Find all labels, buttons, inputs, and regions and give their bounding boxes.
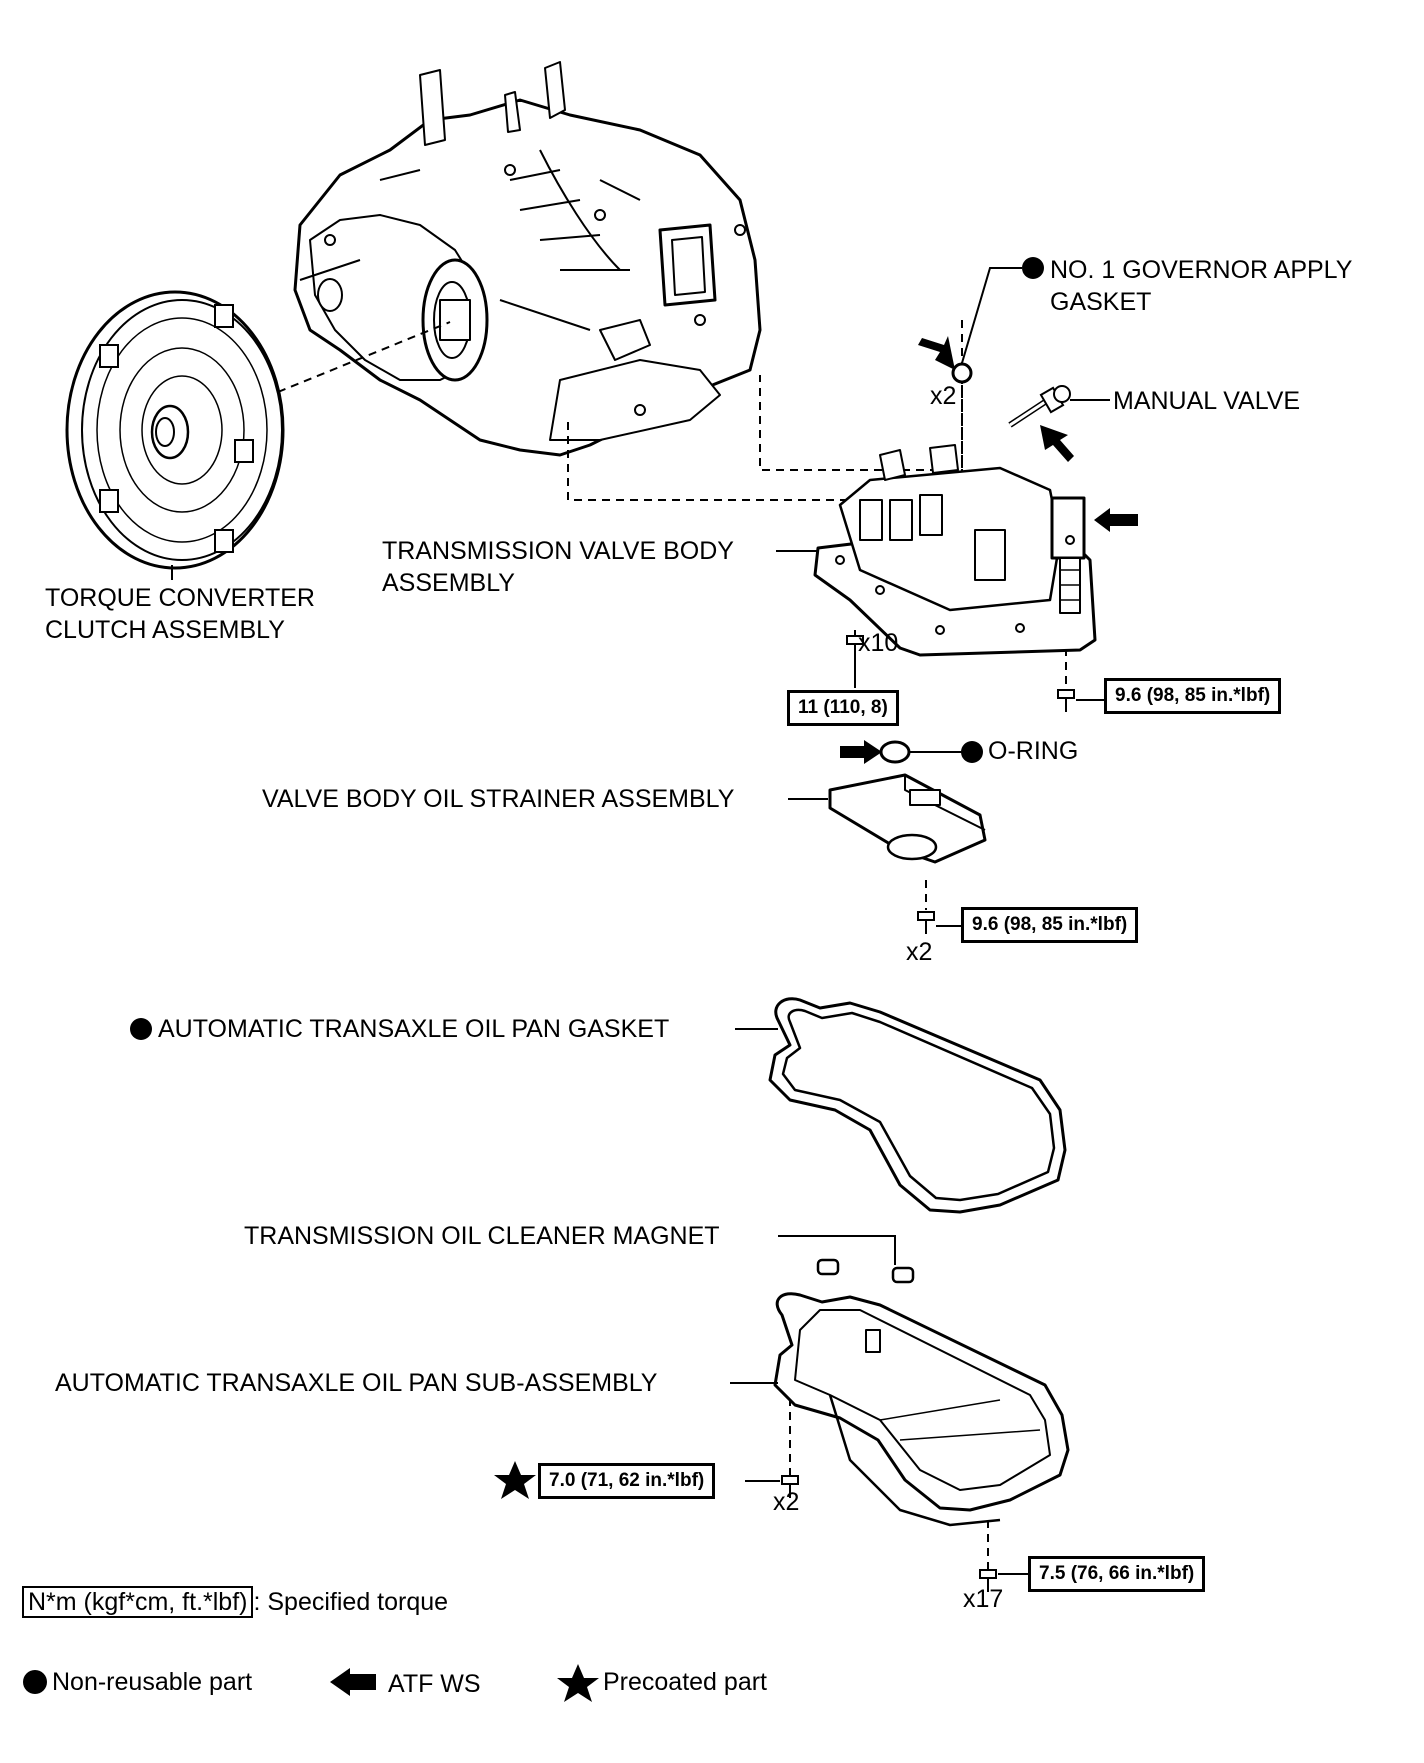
non-reusable-dot-o-ring (961, 741, 983, 763)
label-pan-short-bolts-qty: x2 (773, 1488, 800, 1516)
non-reusable-dot-gasket (1022, 257, 1044, 279)
valve-body-oil-strainer (828, 773, 987, 864)
precoated-star-icon (494, 1461, 536, 1499)
legend-torque-desc: : Specified torque (253, 1588, 449, 1616)
label-oil-pan: AUTOMATIC TRANSAXLE OIL PAN SUB-ASSEMBLY (55, 1369, 658, 1397)
label-leaders (171, 550, 828, 1384)
torque-pan-precoated: 7.0 (71, 62 in.*lbf) (538, 1463, 716, 1499)
bolts (781, 635, 1075, 1592)
manual-valve (1008, 385, 1071, 428)
oil-cleaner-magnets (816, 1258, 915, 1284)
governor-gasket (951, 362, 973, 384)
legend-atf: ATF WS (388, 1670, 481, 1698)
torque-pan: 7.5 (76, 66 in.*lbf) (1028, 1556, 1206, 1592)
legend-precoated: Precoated part (603, 1668, 767, 1696)
governor-gasket-leader (961, 267, 1022, 364)
label-valve-body: TRANSMISSION VALVE BODY ASSEMBLY (382, 537, 734, 597)
label-oil-strainer: VALVE BODY OIL STRAINER ASSEMBLY (262, 785, 735, 813)
legend-non-reusable: Non-reusable part (52, 1668, 253, 1696)
label-manual-valve: MANUAL VALVE (1113, 387, 1301, 415)
transmission-valve-body (813, 444, 1097, 657)
label-strainer-bolts-qty: x2 (906, 938, 933, 966)
label-pan-gasket-text: AUTOMATIC TRANSAXLE OIL PAN GASKET (158, 1015, 670, 1043)
star-legend-icon (557, 1664, 599, 1702)
atf-arrow-icon (840, 740, 882, 764)
atf-arrows (840, 336, 1138, 764)
transaxle-case (293, 61, 762, 457)
torque-strainer: 9.6 (98, 85 in.*lbf) (961, 907, 1139, 943)
label-pan-gasket: AUTOMATIC TRANSAXLE OIL PAN GASKET (130, 1013, 669, 1045)
magnet-leader (778, 1235, 896, 1265)
oil-pan-gasket (768, 997, 1067, 1214)
label-valve-body-bolts-qty: x10 (858, 629, 899, 657)
o-ring (879, 740, 911, 764)
label-pan-bolts-qty: x17 (963, 1585, 1004, 1613)
non-reusable-legend-icon (23, 1670, 47, 1694)
atf-arrow-icon (1040, 425, 1074, 462)
legend-torque-format: N*m (kgf*cm, ft.*lbf) (22, 1586, 254, 1618)
label-o-ring: O-RING (988, 737, 1079, 765)
label-gasket-qty: x2 (930, 382, 957, 410)
oil-pan (773, 1292, 1070, 1527)
atf-legend-icon (330, 1668, 376, 1696)
label-torque-converter: TORQUE CONVERTER CLUTCH ASSEMBLY (45, 584, 315, 644)
legend-torque: N*m (kgf*cm, ft.*lbf): Specified torque (22, 1586, 448, 1618)
atf-arrow-icon (918, 336, 955, 370)
label-magnet: TRANSMISSION OIL CLEANER MAGNET (244, 1222, 720, 1250)
label-governor-gasket: NO. 1 GOVERNOR APPLY GASKET (1050, 256, 1352, 316)
torque-converter (65, 290, 285, 570)
atf-arrow-icon (1094, 508, 1138, 532)
torque-valve-body: 11 (110, 8) (787, 690, 899, 726)
non-reusable-dot-icon (130, 1018, 152, 1040)
torque-valve-body-right: 9.6 (98, 85 in.*lbf) (1104, 678, 1282, 714)
